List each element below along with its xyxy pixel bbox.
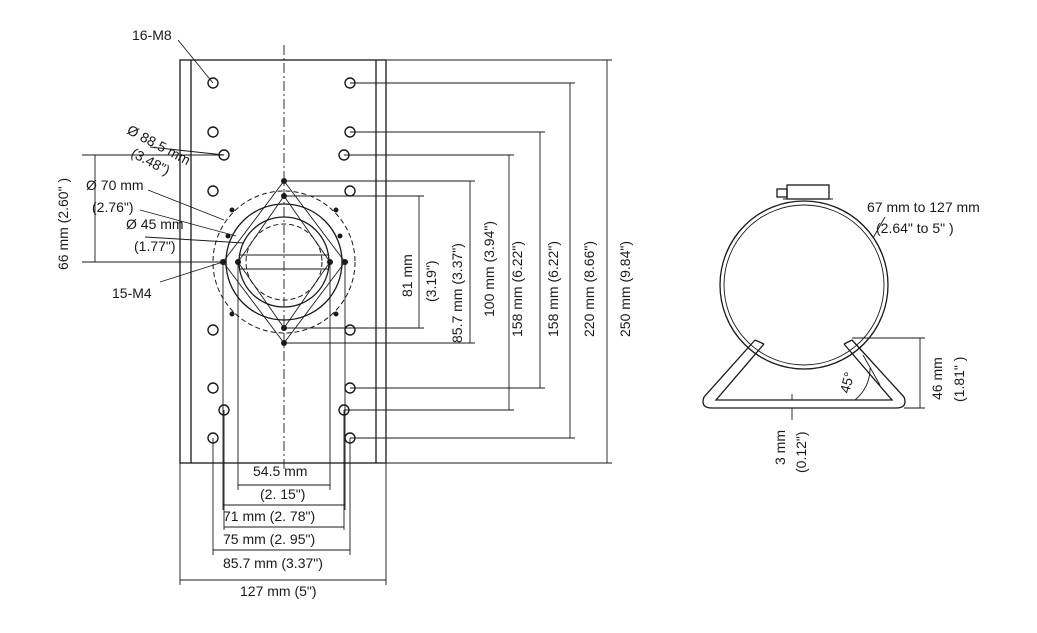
front-view: 16-M8 Ø 88.5 mm (3.48") Ø 70 mm (2.76") … [55,27,633,599]
label-250mm: 250 mm (9.84") [617,241,633,337]
label-81mm: 81 mm [399,254,415,297]
dim-46 [852,337,925,409]
label-71mm: 71 mm (2. 78") [223,508,315,524]
label-16-m8: 16-M8 [132,27,172,43]
label-85-7mm-v: 85.7 mm (3.37") [449,243,465,343]
m8-holes [207,77,356,444]
clamp-bolt [776,184,833,200]
label-dia-45-in: (1.77") [134,238,176,254]
label-100mm: 100 mm (3.94") [481,221,497,317]
v-bracket [702,339,906,409]
label-clamp-range: 67 mm to 127 mm [867,199,980,215]
mounting-plate [179,45,387,470]
label-54-5mm: 54.5 mm [253,463,307,479]
angle-marker [780,354,890,401]
label-46mm: 46 mm [929,357,945,400]
label-clamp-range-in: (2.64" to 5" ) [876,220,954,236]
clamp-leader [872,216,886,239]
dim-3 [780,394,800,420]
label-158mm-b: 158 mm (6.22") [545,241,561,337]
label-66mm: 66 mm (2.60" ) [55,178,71,270]
pipe-clamp [719,200,889,370]
label-dia-70-in: (2.76") [92,199,134,215]
label-81mm-in: (3.19") [423,260,439,302]
dim-66 [82,154,224,263]
label-3mm-in: (0.12") [793,431,809,473]
horizontal-dims [179,262,387,585]
side-view: 67 mm to 127 mm (2.64" to 5" ) 45° 46 mm… [702,184,980,473]
label-127mm: 127 mm (5") [240,583,317,599]
label-dia-45: Ø 45 mm [126,216,184,232]
label-dia-70: Ø 70 mm [86,177,144,193]
label-3mm: 3 mm [772,430,788,465]
label-158mm-a: 158 mm (6.22") [509,241,525,337]
leader-lines [139,39,245,283]
label-75mm: 75 mm (2. 95") [223,531,315,547]
label-15-m4: 15-M4 [112,285,152,301]
label-220mm: 220 mm (8.66") [581,241,597,337]
label-45deg: 45° [836,370,857,395]
vertical-dims [284,59,612,464]
label-54-5mm-in: (2. 15") [260,486,305,502]
label-46mm-in: (1.81" ) [951,357,967,402]
label-85-7mm-h: 85.7 mm (3.37") [223,555,323,571]
